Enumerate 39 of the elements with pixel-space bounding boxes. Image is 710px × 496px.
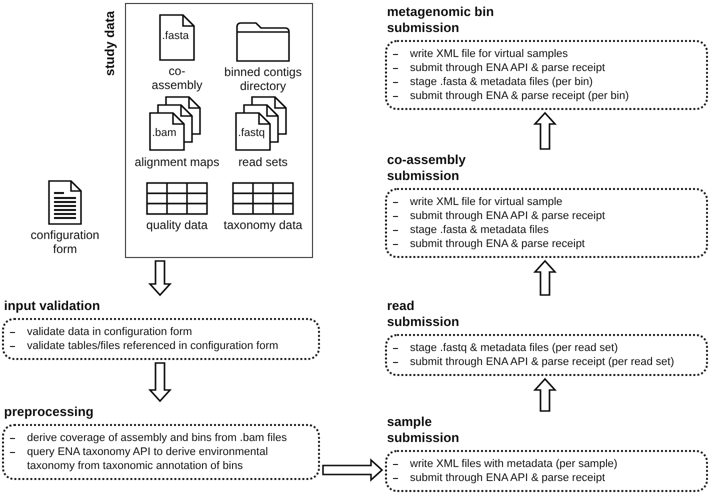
step-text: submit through ENA & parse receipt (per bin) [410,89,629,103]
block-arrow [533,260,557,296]
file-extension: .bam [152,127,176,139]
step-heading: input validation [4,298,102,314]
file-extension: .fasta [162,30,189,42]
step-text: query ENA taxonomy API to derive environmental taxonomy from taxonomic annotation of bins [27,445,269,473]
item-caption: binned contigs directory [223,65,303,93]
block-arrow [533,112,557,150]
item-caption: co- assembly [150,64,204,92]
item-caption: taxonomy data [222,218,304,232]
step-text: validate data in configuration form [27,325,192,339]
step-text: submit through ENA & parse receipt [410,237,585,251]
step-text: derive coverage of assembly and bins from .bam files [27,431,287,445]
block-arrow [148,362,172,402]
section-heading: study data [102,11,117,76]
item-caption: alignment maps [134,155,220,169]
step-text: write XML file for virtual sample [410,195,562,209]
step-heading: metagenomic bin submission [387,4,495,36]
step-text: submit through ENA API & parse receipt [410,209,606,223]
block-arrow [533,378,557,412]
item-caption: configuration form [30,228,100,256]
step-text: submit through ENA API & parse receipt [410,471,606,485]
step-text: stage .fasta & metadata files (per bin) [410,75,593,89]
block-arrow [322,458,384,482]
step-text: stage .fastq & metadata files (per read set) [410,341,618,355]
step-heading: preprocessing [4,404,95,420]
step-text: write XML file for virtual samples [410,47,568,61]
step-text: stage .fasta & metadata files [410,223,549,237]
step-text: submit through ENA API & parse receipt [410,61,606,75]
block-arrow [148,260,172,296]
step-heading: read submission [387,298,460,330]
step-text: validate tables/files referenced in configuration form [27,339,278,353]
step-heading: co-assembly submission [387,152,467,184]
item-caption: read sets [237,155,289,169]
step-heading: sample submission [387,414,460,446]
item-caption: quality data [145,218,209,232]
file-extension: .fastq [238,127,265,139]
step-text: write XML files with metadata (per sample) [410,457,618,471]
step-text: submit through ENA API & parse receipt (per read set) [410,355,674,369]
